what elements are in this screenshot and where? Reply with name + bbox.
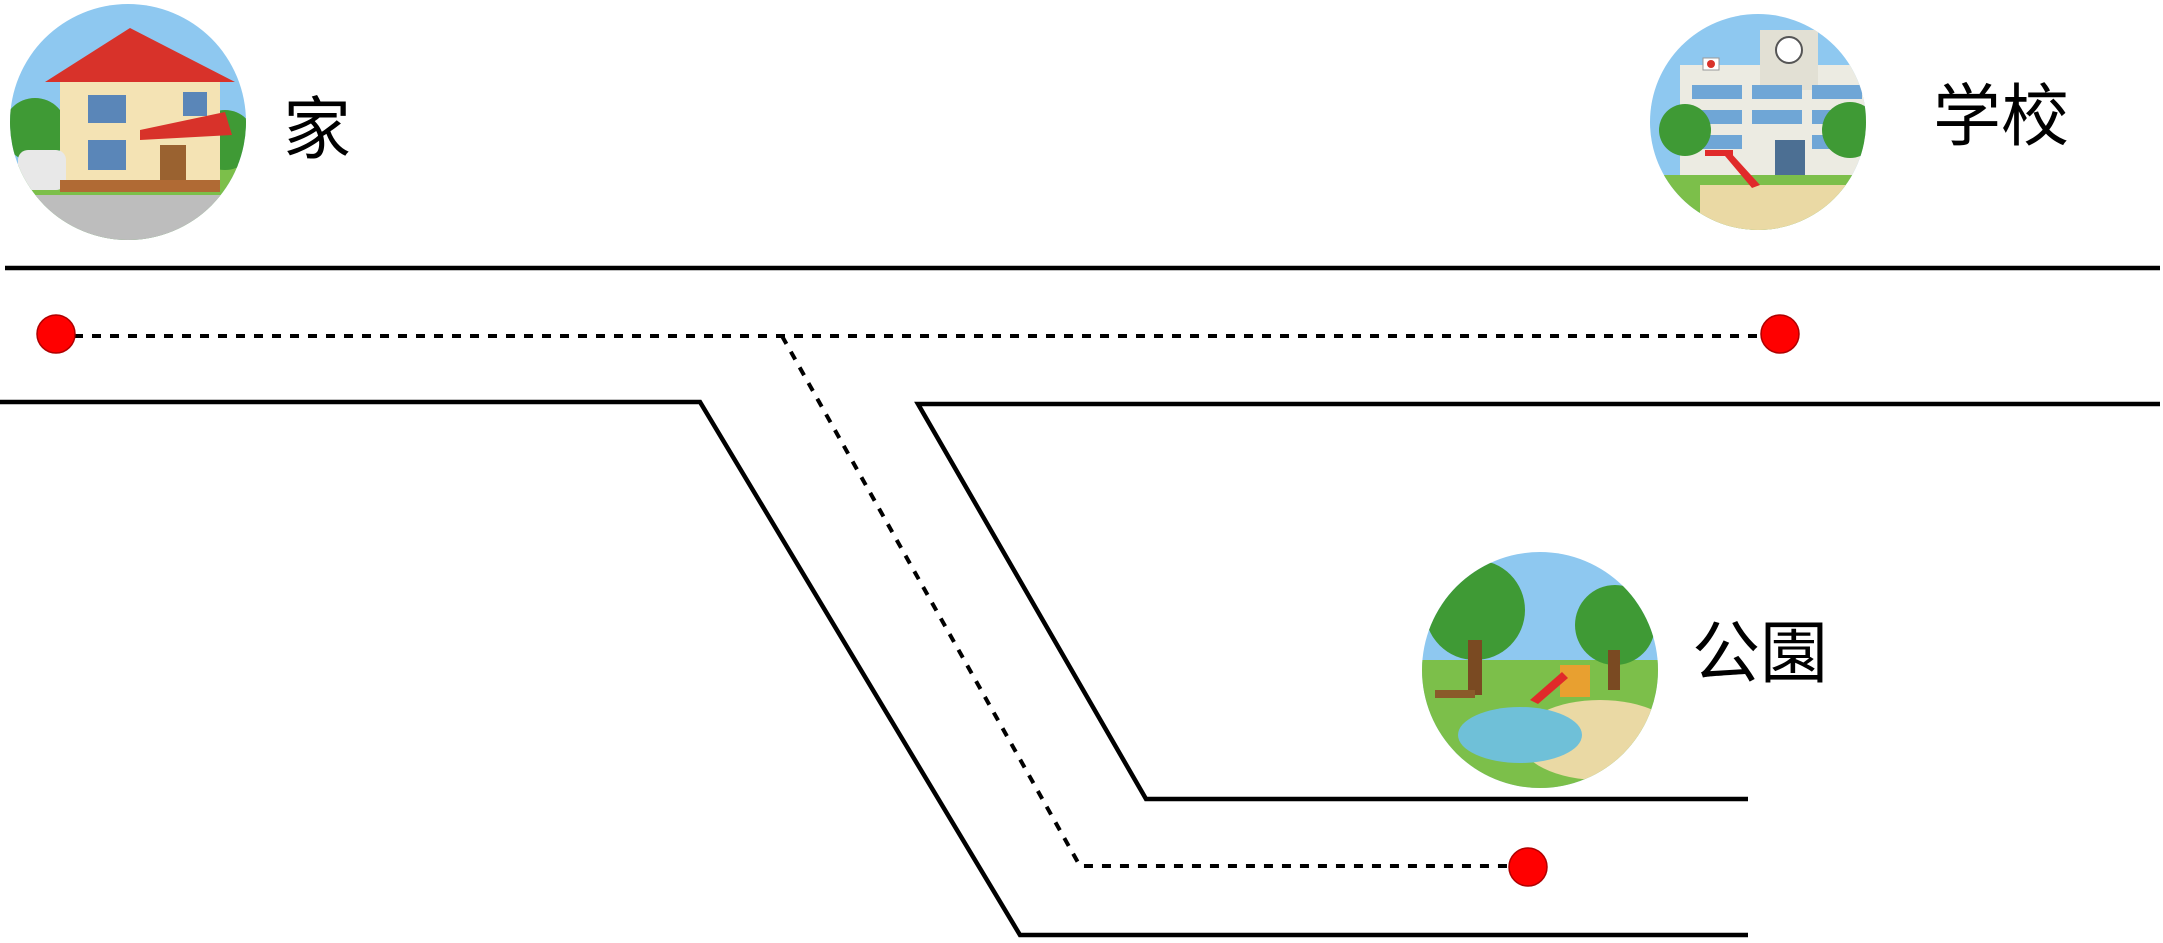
home-label: 家 xyxy=(283,91,351,170)
home-marker xyxy=(36,314,76,354)
school-marker xyxy=(1760,314,1800,354)
school-building-icon xyxy=(1650,14,1866,230)
park-playground-icon xyxy=(1422,552,1658,788)
route-fork-to-park xyxy=(780,335,1525,868)
park-marker xyxy=(1508,847,1548,887)
house-icon xyxy=(10,4,246,240)
park-label: 公園 xyxy=(1692,615,1828,694)
branch-road-inner-edge xyxy=(914,401,2160,802)
road-lines xyxy=(0,265,2160,938)
school-label: 学校 xyxy=(1933,78,2069,157)
walking-routes xyxy=(56,334,1775,868)
main-road-bottom-left-edge xyxy=(0,399,1748,938)
